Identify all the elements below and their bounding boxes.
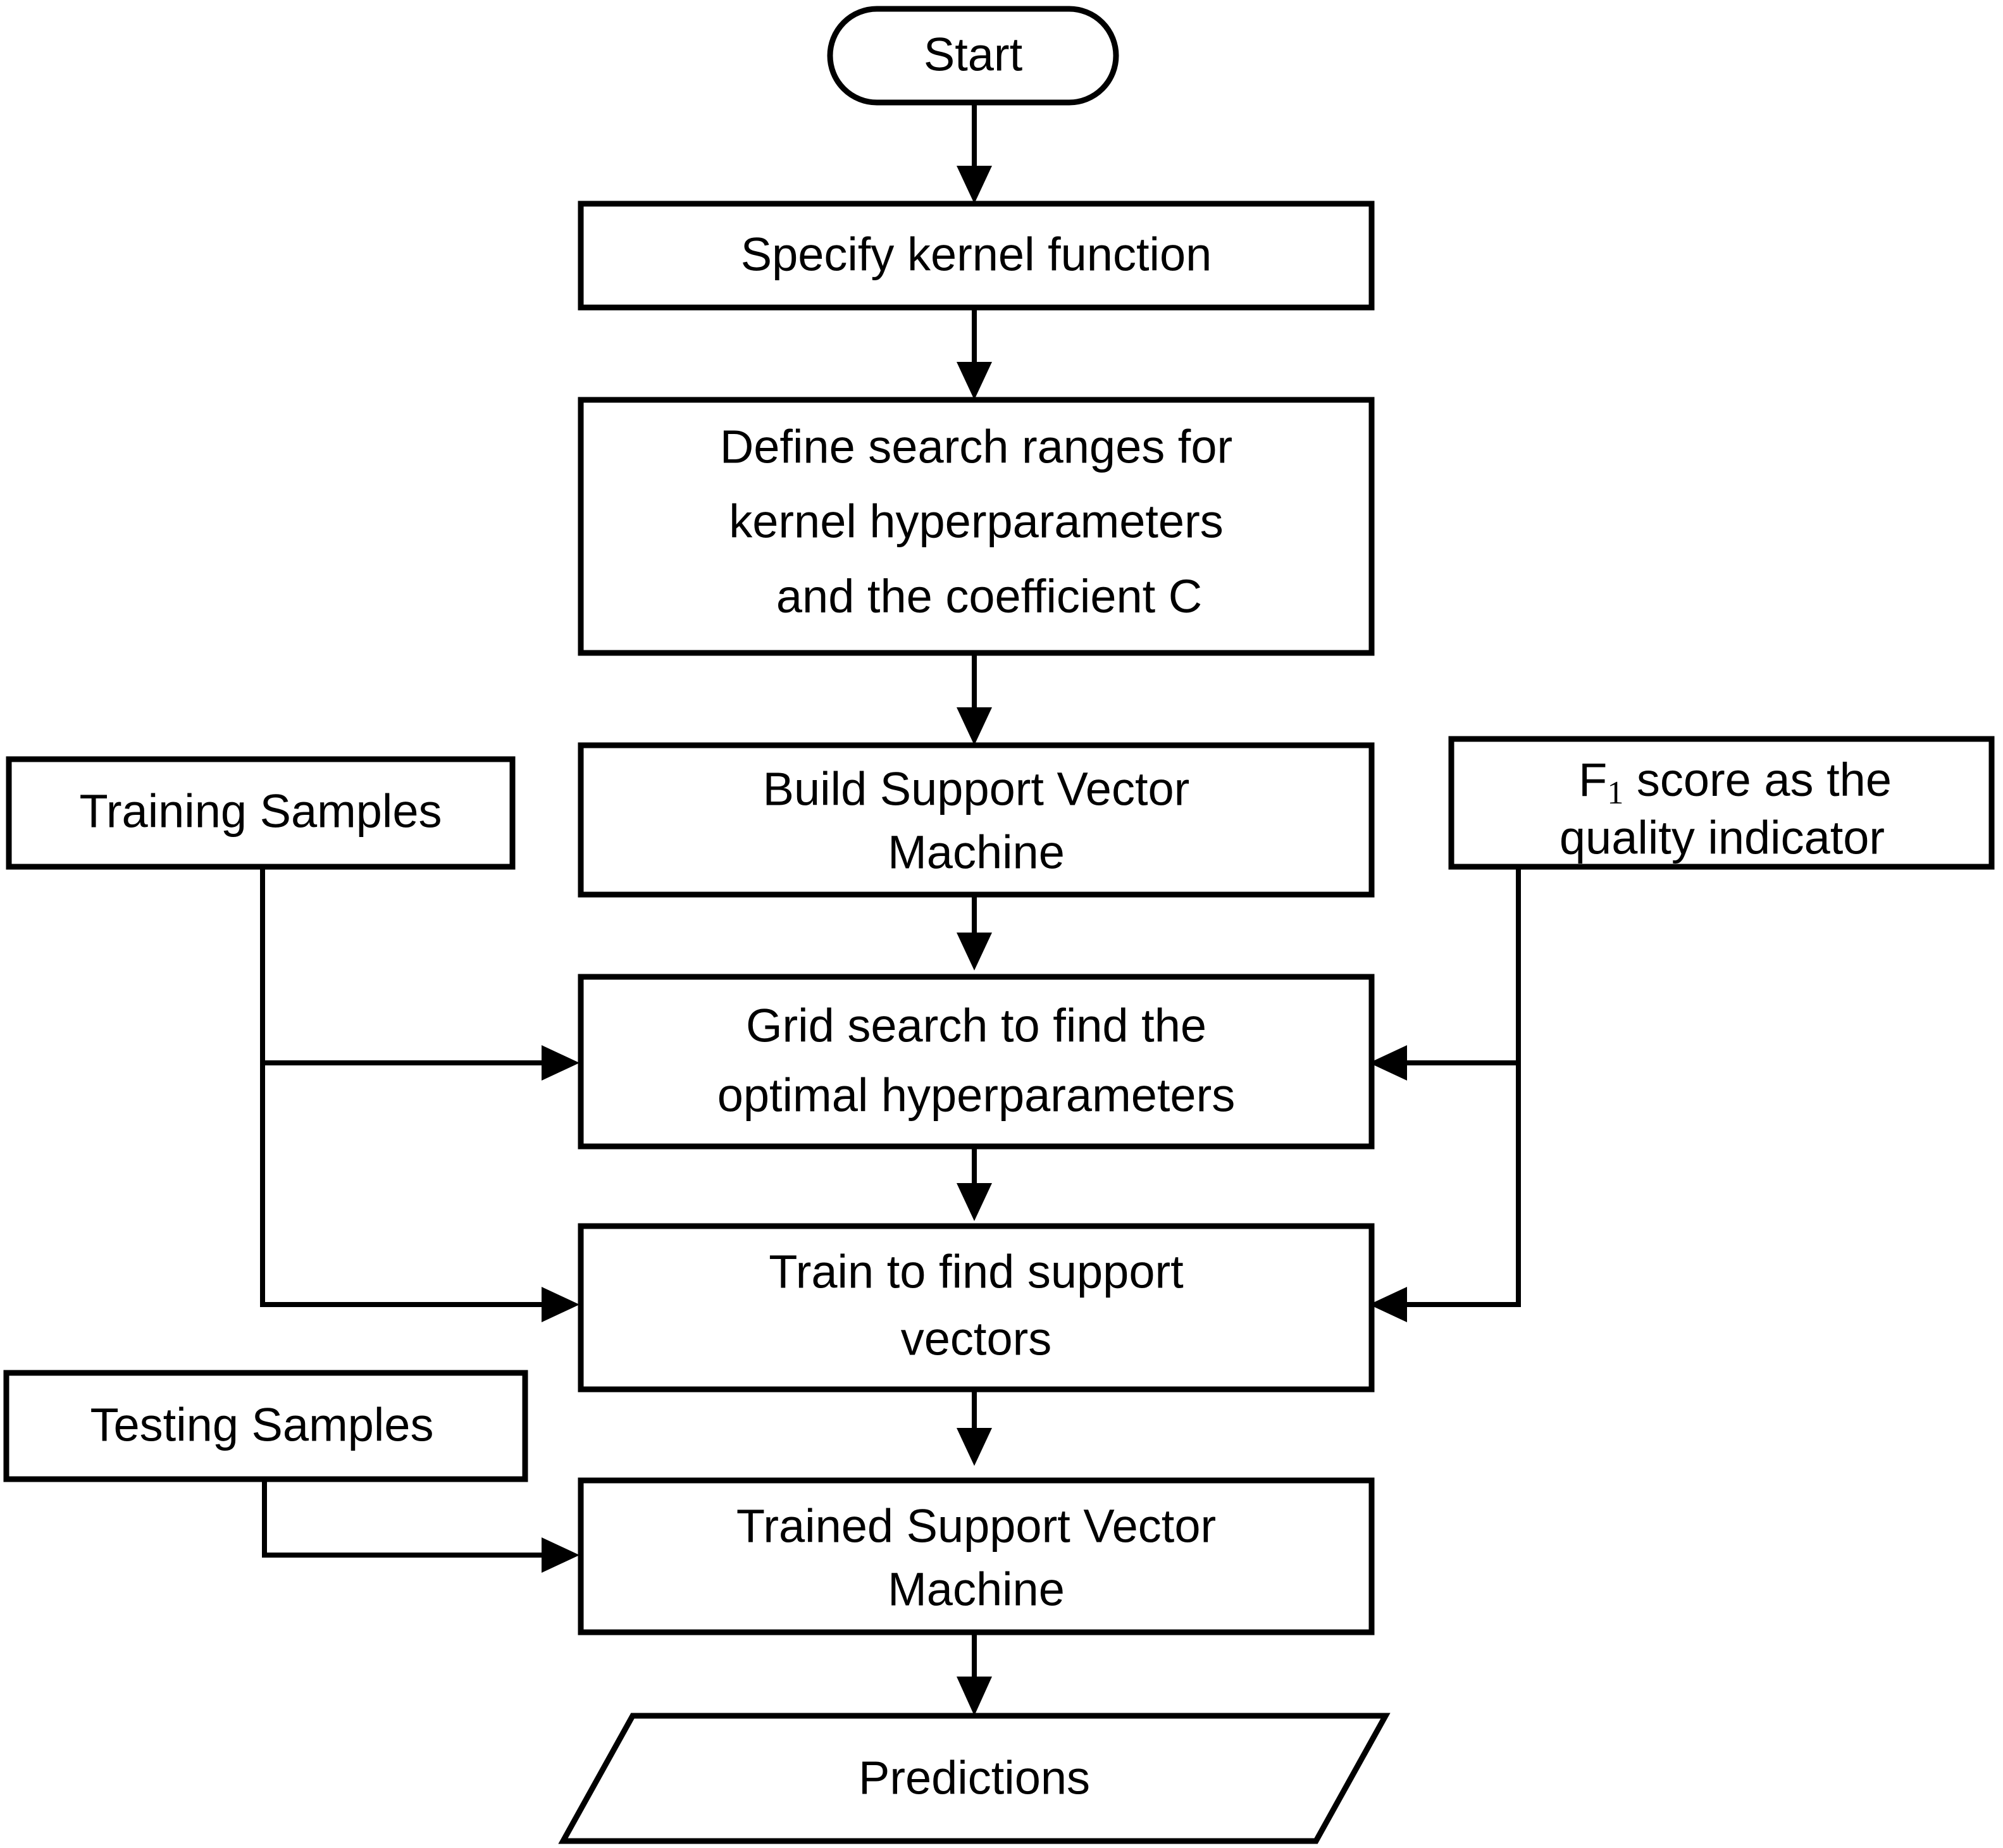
node-train-support-vectors[interactable]: Train to find support vectors <box>578 1223 1375 1392</box>
build-svm-line1: Build Support Vector <box>763 763 1190 815</box>
train-support-vectors-line2: vectors <box>901 1313 1052 1365</box>
define-ranges-line2: kernel hyperparameters <box>729 495 1223 548</box>
node-training-samples[interactable]: Training Samples <box>6 756 516 870</box>
specify-kernel-shape <box>578 201 1375 311</box>
f1-score-shape <box>1448 736 1995 870</box>
predictions-label: Predictions <box>859 1752 1090 1804</box>
testing-samples-shape <box>3 1370 528 1482</box>
training-samples-shape <box>6 756 516 870</box>
define-ranges-line1: Define search ranges for <box>720 421 1232 473</box>
node-build-svm[interactable]: Build Support Vector Machine <box>578 742 1375 898</box>
edge-training-samples-to-train-support-vectors <box>260 1063 580 1322</box>
trained-svm-shape <box>578 1477 1375 1635</box>
training-samples-label: Training Samples <box>79 785 442 838</box>
testing-samples-label: Testing Samples <box>90 1399 434 1451</box>
build-svm-line2: Machine <box>888 826 1065 879</box>
edge-specify-kernel-to-define-ranges <box>957 307 992 400</box>
node-define-ranges[interactable]: Define search ranges for kernel hyperpar… <box>578 397 1375 656</box>
node-testing-samples[interactable]: Testing Samples <box>3 1370 528 1482</box>
node-predictions[interactable]: Predictions <box>558 1713 1391 1844</box>
build-svm-shape <box>578 742 1375 898</box>
start-label: Start <box>924 28 1023 81</box>
edge-start-to-specify-kernel <box>957 102 992 204</box>
edge-trained-svm-to-predictions <box>957 1632 992 1716</box>
f1-subscript: 1 <box>1607 775 1623 811</box>
define-ranges-line3-text: and the coefficient <box>776 570 1169 623</box>
edge-build-svm-to-grid-search <box>957 893 992 971</box>
node-grid-search[interactable]: Grid search to find the optimal hyperpar… <box>578 974 1375 1150</box>
edge-grid-search-to-train-support-vectors <box>957 1144 992 1221</box>
node-f1-score[interactable]: F1 score as the quality indicator <box>1448 736 1995 870</box>
coefficient-c-symbol: C <box>1169 570 1202 623</box>
edge-training-samples-to-grid-search <box>260 867 580 1081</box>
trained-svm-line1: Trained Support Vector <box>736 1500 1216 1553</box>
f1-score-line2: quality indicator <box>1560 812 1885 864</box>
node-trained-svm[interactable]: Trained Support Vector Machine <box>578 1477 1375 1635</box>
grid-search-line1: Grid search to find the <box>746 1000 1206 1052</box>
train-support-vectors-shape <box>578 1223 1375 1392</box>
predictions-shape <box>558 1713 1391 1844</box>
edge-train-support-vectors-to-trained-svm <box>957 1389 992 1466</box>
edge-f1-score-to-grid-search <box>1369 867 1521 1081</box>
edge-define-ranges-to-build-svm <box>957 653 992 745</box>
edge-testing-samples-to-trained-svm <box>262 1455 580 1573</box>
f1-score-line1: F1 score as the <box>1461 753 1983 811</box>
train-support-vectors-line1: Train to find support <box>769 1246 1184 1298</box>
f1-symbol: F <box>1578 753 1607 806</box>
start-shape <box>827 6 1119 106</box>
specify-kernel-label: Specify kernel function <box>741 228 1212 281</box>
node-specify-kernel[interactable]: Specify kernel function <box>578 201 1375 311</box>
define-ranges-line3: and the coefficient C <box>659 570 1293 623</box>
trained-svm-line2: Machine <box>888 1563 1065 1616</box>
f1-score-rest: score as the <box>1623 753 1892 806</box>
edge-f1-score-to-train-support-vectors <box>1369 1063 1521 1322</box>
node-start[interactable]: Start <box>827 6 1119 106</box>
grid-search-line2: optimal hyperparameters <box>717 1069 1235 1122</box>
define-ranges-shape <box>578 397 1375 656</box>
grid-search-shape <box>578 974 1375 1150</box>
